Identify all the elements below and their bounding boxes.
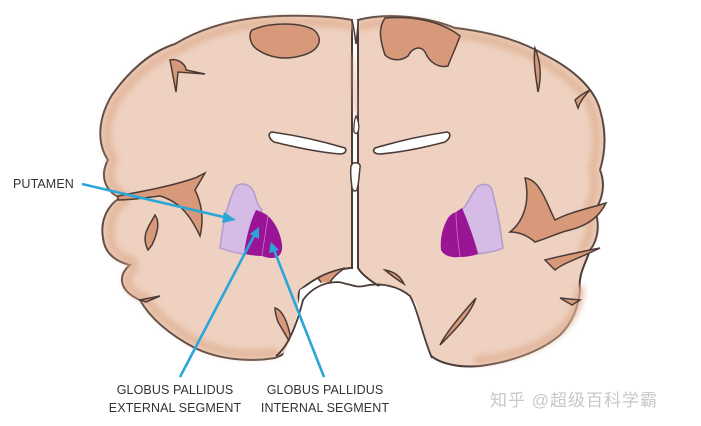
gp-internal-label-line2: INTERNAL SEGMENT <box>260 401 390 415</box>
putamen-arrow <box>81 182 229 220</box>
inferior-notch-outline <box>275 281 433 359</box>
right-sulcus-medial <box>439 297 477 346</box>
gp-external-arrowhead <box>250 227 259 239</box>
right-gp-divider <box>455 211 461 258</box>
gp-internal-label: GLOBUS PALLIDUS INTERNAL SEGMENT <box>250 381 400 417</box>
gp-internal-arrow <box>272 249 326 378</box>
left-globus-pallidus-internal <box>262 216 283 258</box>
putamen-arrowhead <box>222 212 236 223</box>
right-sulcus-lower <box>543 247 601 272</box>
gp-external-label-line1: GLOBUS PALLIDUS <box>116 383 234 397</box>
third-ventricle <box>349 162 361 192</box>
left-sulcus-small <box>144 213 159 252</box>
left-cortex-rim <box>102 17 355 359</box>
left-hemisphere <box>99 14 355 361</box>
left-sulcus-medial <box>274 307 294 348</box>
right-lateral-ventricle <box>372 131 451 155</box>
right-sulcus-far <box>574 89 591 111</box>
gp-internal-arrowhead <box>269 242 279 253</box>
pointer-arrows <box>81 182 326 378</box>
gp-external-arrow <box>178 233 257 378</box>
left-lateral-ventricle <box>268 131 347 155</box>
left-sulcus-top <box>249 23 320 59</box>
inferior-notch <box>280 282 432 360</box>
right-sulcus-upper <box>533 45 541 93</box>
right-globus-pallidus-external <box>456 208 478 257</box>
longitudinal-fissure <box>351 19 359 45</box>
right-basal-ganglia <box>440 183 504 258</box>
right-sulcus-inferior <box>382 268 406 287</box>
left-sulcus-upper <box>169 58 206 93</box>
gp-external-label-line2: EXTERNAL SEGMENT <box>108 401 242 415</box>
right-sulcus-small <box>559 297 583 306</box>
right-globus-pallidus-internal <box>440 212 460 258</box>
left-gp-divider <box>261 215 269 257</box>
septum-gap <box>353 114 360 135</box>
gp-internal-label-line1: GLOBUS PALLIDUS <box>266 383 384 397</box>
watermark: 知乎 @超级百科学霸 <box>490 391 658 410</box>
left-sulcus-lower <box>137 295 161 303</box>
fissure-shade <box>347 54 361 116</box>
right-sulcus-mid <box>507 177 608 243</box>
putamen-label: PUTAMEN <box>13 177 74 191</box>
right-sulcus-top <box>379 16 461 68</box>
gp-external-label: GLOBUS PALLIDUS EXTERNAL SEGMENT <box>100 381 250 417</box>
